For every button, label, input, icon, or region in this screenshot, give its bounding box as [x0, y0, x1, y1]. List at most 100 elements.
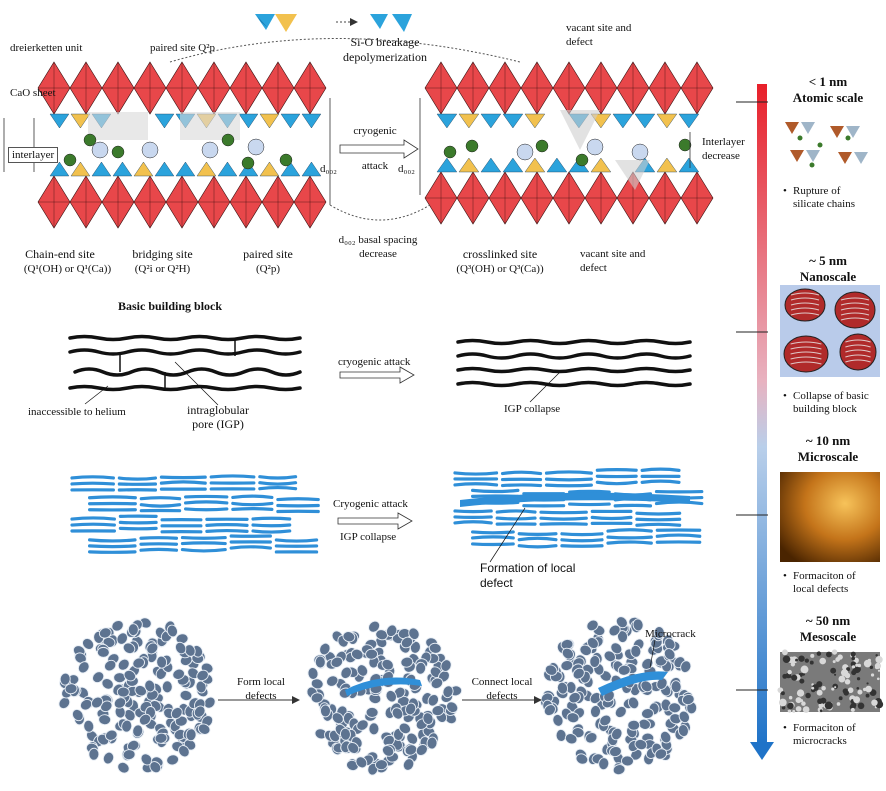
csh-microstructure-before [72, 476, 318, 552]
vacant-site-shade [88, 112, 148, 140]
tetra-blue-shape [370, 14, 388, 29]
silicate-tetrahedron [281, 114, 300, 128]
cryogenic-arrow-mid [340, 367, 414, 383]
sem-particle [797, 689, 804, 696]
sem-particle [878, 670, 880, 672]
csh-lamella [186, 502, 227, 503]
csh-lamella [547, 472, 592, 473]
mini-ion [798, 136, 803, 141]
csh-lamella [541, 512, 586, 513]
csh-lamella [570, 504, 610, 505]
silicate-tetrahedron [503, 114, 523, 128]
csh-lamella [570, 491, 610, 492]
csh-lamella [72, 483, 113, 484]
label-connect-1: Connect local [462, 676, 542, 689]
csh-lamella [72, 477, 113, 478]
csh-lamella [657, 535, 699, 536]
scale-meso-title: ~ 50 nm Mesoscale [773, 613, 883, 644]
silicate-tetrahedron [437, 158, 457, 172]
sem-particle [782, 706, 786, 710]
label-vacant-bottom-2: defect [580, 262, 607, 275]
scale-meso-size: ~ 50 nm [773, 613, 883, 629]
scale-atomic-name: Atomic scale [773, 90, 883, 106]
csh-lamella [608, 530, 651, 531]
sem-particle [832, 649, 837, 654]
sem-particle [851, 708, 855, 712]
label-vacant-bottom-1: vacant site and [580, 248, 645, 261]
csh-lamella [637, 524, 680, 525]
sem-particle [865, 686, 872, 693]
csh-lamella [253, 531, 290, 532]
csh-lamella [161, 482, 205, 483]
sem-particle [833, 660, 836, 663]
silicate-tetrahedron [657, 114, 677, 128]
csh-lamella [608, 542, 651, 543]
silicate-tetrahedron [657, 158, 677, 172]
scale-nano-name: Nanoscale [773, 269, 883, 285]
sem-particle [870, 666, 873, 669]
csh-lamella [519, 534, 556, 535]
sem-particle [796, 706, 802, 712]
label-igp-collapse: IGP collapse [504, 403, 560, 416]
csh-lamella [597, 470, 636, 471]
basic-building-block-after [458, 341, 690, 403]
csh-lamella [455, 473, 497, 474]
sem-particle [831, 687, 834, 690]
csh-lamella [519, 546, 556, 547]
silicate-tetrahedron [459, 114, 479, 128]
ca-ion [142, 142, 158, 158]
csh-lamella [497, 518, 535, 519]
csh-lamella [547, 479, 592, 480]
sem-particle [821, 686, 826, 691]
silicate-tetrahedron [591, 158, 611, 172]
csh-lamella [597, 482, 636, 483]
csh-lamella [90, 546, 135, 547]
silicate-tetrahedron [155, 114, 174, 128]
silicate-tetrahedron [679, 114, 699, 128]
csh-lamella [186, 496, 227, 497]
scale-atomic-bullet: Rupture of silicate chains [793, 185, 855, 211]
label-d002-decrease-1: d₀₀₂ basal spacing [318, 234, 438, 247]
label-formation-2: defect [480, 577, 513, 591]
csh-lamella [141, 549, 176, 550]
label-paired-bottom: paired site [238, 248, 298, 262]
h-ion [466, 140, 478, 152]
silicate-tetrahedron [302, 162, 321, 176]
csh-globule [641, 708, 654, 719]
scale-arrow-tip [750, 742, 774, 760]
csh-lamella [72, 524, 114, 525]
csh-lamella [207, 525, 247, 526]
bbb-title: Basic building block [118, 300, 222, 314]
scale-micro-size: ~ 10 nm [773, 433, 883, 449]
tetra-blue-shape [255, 14, 275, 30]
silicate-tetrahedron [71, 114, 90, 128]
silicate-tetrahedron [635, 114, 655, 128]
mini-tetrahedron [801, 122, 815, 134]
csh-lamella [233, 503, 272, 504]
vacant-site-shade [615, 160, 650, 190]
csh-globule [165, 753, 179, 766]
sem-particle [783, 655, 791, 663]
silicate-tetrahedron [260, 162, 279, 176]
csh-lamella [541, 518, 586, 519]
sem-particle [826, 652, 832, 658]
label-d002-left: d₀₀₂ [320, 163, 337, 176]
csh-lamella [473, 537, 514, 538]
sem-particle [875, 656, 882, 663]
scale-nano-title: ~ 5 nm Nanoscale [773, 253, 883, 284]
sem-particle [787, 703, 794, 710]
sem-particle [856, 687, 859, 690]
csh-globule [102, 751, 116, 766]
csh-lamella [637, 513, 680, 514]
csh-lamella [260, 477, 296, 478]
sem-particle [782, 649, 788, 655]
csh-structure-before [38, 62, 326, 228]
label-vacant-top-1: vacant site and [566, 22, 631, 35]
calcium-silicate-sheet [458, 383, 690, 386]
scale-atomic-size: < 1 nm [773, 74, 883, 90]
sem-particle [791, 675, 797, 681]
label-bridging-formula: (Q²i or Q²H) [125, 263, 200, 276]
csh-globule [415, 662, 426, 675]
label-igp-2: pore (IGP) [178, 418, 258, 432]
